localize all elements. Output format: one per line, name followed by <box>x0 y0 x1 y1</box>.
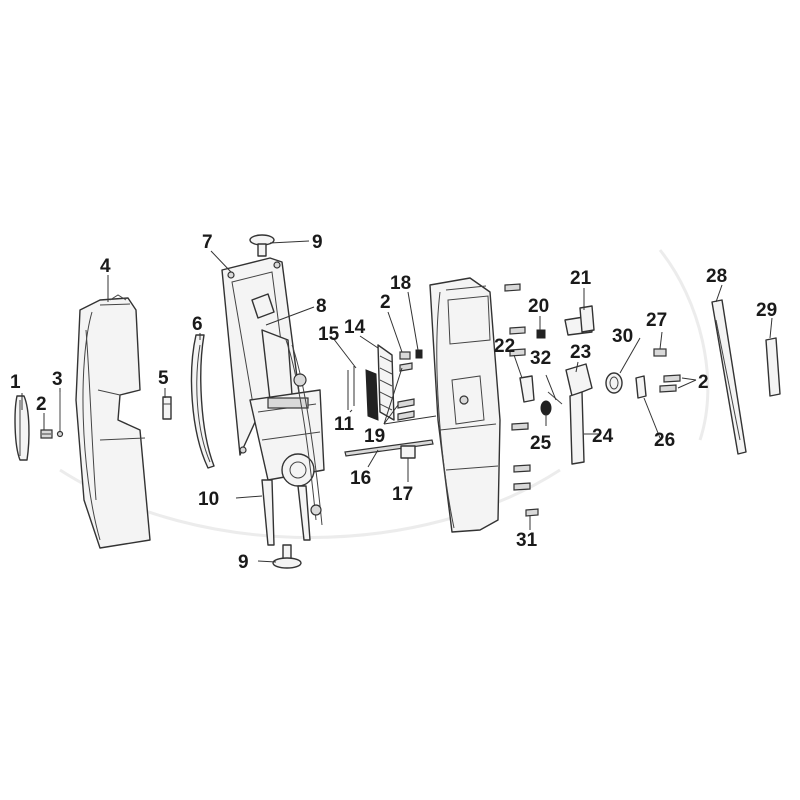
part-24-handle-rod <box>569 391 585 465</box>
part-29-side-bar <box>765 337 781 397</box>
rear-housing <box>429 277 501 533</box>
part-26-clip <box>635 375 647 399</box>
callout-9-bottom: 9 <box>238 552 249 573</box>
callout-2-right: 2 <box>698 372 709 393</box>
callout-2-left: 2 <box>36 394 47 415</box>
callout-24: 24 <box>592 426 614 447</box>
callout-1: 1 <box>10 372 21 393</box>
part-20-nut <box>536 329 546 339</box>
callout-26: 26 <box>654 430 675 451</box>
part-14-gear <box>377 344 395 421</box>
part-6-gasket-ring <box>190 334 215 469</box>
callout-25: 25 <box>530 433 552 454</box>
callout-16: 16 <box>350 468 371 489</box>
part-8-bracket <box>251 293 293 401</box>
callout-27: 27 <box>646 310 667 331</box>
callout-21: 21 <box>570 268 592 289</box>
part-17-block <box>400 445 416 459</box>
callout-22: 22 <box>494 336 515 357</box>
screw-column <box>504 283 531 491</box>
callout-30: 30 <box>612 326 633 347</box>
callout-32: 32 <box>530 348 551 369</box>
part-4-front-housing <box>75 294 151 549</box>
part-27-screw <box>653 348 667 357</box>
part-2-screws-right <box>659 374 681 393</box>
part-2-screw-mid <box>399 351 411 360</box>
part-15-gear <box>365 369 379 421</box>
part-21-knob <box>564 305 595 336</box>
callout-8: 8 <box>316 296 327 317</box>
callout-14: 14 <box>344 317 366 338</box>
callout-6: 6 <box>192 314 203 335</box>
callout-10: 10 <box>198 489 219 510</box>
callout-28: 28 <box>706 266 727 287</box>
part-30-ring <box>605 372 623 394</box>
callout-9-top: 9 <box>312 232 323 253</box>
callout-18: 18 <box>390 273 411 294</box>
part-31-screw <box>525 508 539 517</box>
callout-15: 15 <box>318 324 340 345</box>
part-1-front-grill <box>14 395 30 461</box>
callout-11: 11 <box>334 414 355 435</box>
part-5-connector <box>162 396 172 420</box>
part-9-knob-bottom <box>272 544 302 569</box>
callout-2-mid: 2 <box>380 292 391 313</box>
part-22-switch <box>519 375 535 403</box>
callout-31: 31 <box>516 530 538 551</box>
part-23-handle-head <box>565 363 593 397</box>
part-10-motor-assembly <box>249 339 325 546</box>
leader-lines <box>21 240 773 563</box>
part-16-shaft <box>344 439 434 457</box>
part-11-clip <box>347 366 355 410</box>
part-2-screw-left <box>40 429 53 439</box>
callout-23: 23 <box>570 342 591 363</box>
callout-19: 19 <box>364 426 385 447</box>
part-3-pin <box>56 390 64 438</box>
callout-29: 29 <box>756 300 777 321</box>
part-28-rear-cover <box>711 299 747 455</box>
part-18-pin <box>415 349 423 359</box>
callout-labels: 1 2 3 4 5 6 7 8 9 9 10 11 14 15 16 17 18… <box>10 232 777 573</box>
part-25-washer <box>540 400 552 416</box>
callout-3: 3 <box>52 369 63 390</box>
callout-17: 17 <box>392 484 413 505</box>
callout-20: 20 <box>528 296 549 317</box>
part-9-knob-top <box>249 234 275 257</box>
part-19-screws <box>397 362 415 421</box>
callout-4: 4 <box>100 256 111 277</box>
callout-7: 7 <box>202 232 213 253</box>
callout-5: 5 <box>158 368 169 389</box>
